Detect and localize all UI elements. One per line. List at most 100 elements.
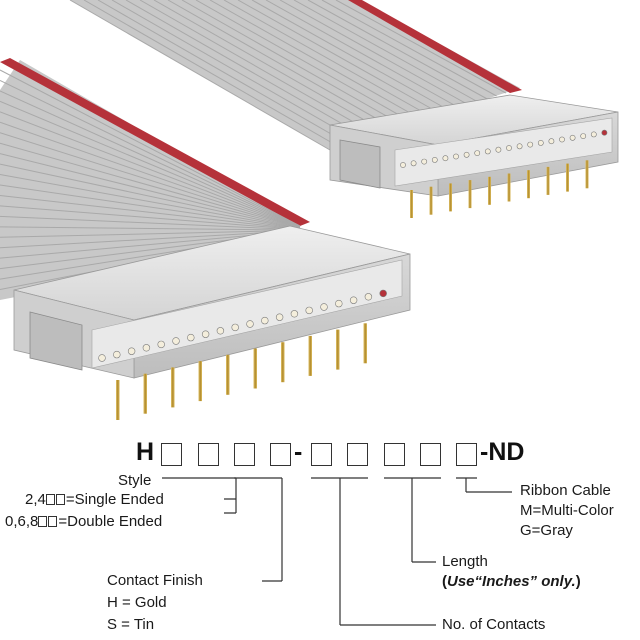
connector-pin xyxy=(253,348,257,389)
contact-hole xyxy=(421,158,428,165)
length-note-inches: “Inches” xyxy=(474,573,538,590)
cable-ridge xyxy=(0,226,301,231)
contacts-box-1 xyxy=(311,443,332,466)
cable-ridge xyxy=(0,100,301,228)
contact-hole xyxy=(246,320,254,328)
cable-ridge xyxy=(251,0,451,112)
contact-hole xyxy=(495,146,502,153)
contact-hole xyxy=(127,347,136,355)
contact-hole xyxy=(231,323,239,332)
contact-hole xyxy=(484,148,491,155)
contact-hole xyxy=(349,296,358,304)
code-box xyxy=(38,516,48,527)
contact-hole xyxy=(431,156,438,163)
style-title: Style xyxy=(118,472,152,489)
connector-pin xyxy=(116,380,120,420)
cable-ridge xyxy=(265,0,460,109)
connector-pin xyxy=(171,367,175,408)
contact-hole xyxy=(364,293,373,301)
connector-pin xyxy=(308,335,312,376)
contact-finish-tin: S = Tin xyxy=(107,616,155,633)
style-box-2 xyxy=(198,443,219,466)
style-option-single: 2,4=Single Ended xyxy=(25,491,164,509)
cable-ridge xyxy=(97,0,349,145)
contact-hole xyxy=(261,316,269,325)
contact-hole xyxy=(305,306,313,315)
cable-ridge xyxy=(111,0,358,142)
style-code-double: 0,6,8 xyxy=(5,513,39,530)
length-box-2 xyxy=(420,443,441,466)
cable-ridge xyxy=(237,0,442,115)
style-option-double: 0,6,8 =Double Ended xyxy=(5,513,162,531)
style-text-double: =Double Ended xyxy=(58,513,163,530)
contact-hole xyxy=(335,299,343,308)
connector-pin xyxy=(449,183,452,212)
code-box xyxy=(45,494,55,505)
cable-ridge xyxy=(83,0,340,148)
contact-hole xyxy=(463,151,470,158)
cable-ridge xyxy=(0,153,301,229)
contact-hole xyxy=(559,136,565,143)
cable-ridge xyxy=(139,0,377,136)
contact-hole xyxy=(142,344,151,352)
contact-hole xyxy=(290,310,299,318)
cable-ridge xyxy=(0,163,301,229)
ribbon-cable-gray: G=Gray xyxy=(520,522,573,539)
contacts-box-2 xyxy=(347,443,368,466)
connector-pin xyxy=(363,323,367,364)
cable-ridge xyxy=(153,0,386,133)
contact-hole xyxy=(157,340,165,349)
cable-ridge xyxy=(0,230,301,249)
contact-finish-leader-line xyxy=(234,477,283,582)
length-note-use: Use xyxy=(447,573,475,590)
cable-ridge xyxy=(195,0,414,124)
contact-hole xyxy=(172,337,180,345)
contact-finish-box-2 xyxy=(270,443,291,466)
lower-connector xyxy=(13,225,411,420)
code-box xyxy=(48,516,58,527)
cable-ridge xyxy=(0,194,301,230)
contact-hole xyxy=(474,150,481,156)
style-box-1 xyxy=(161,443,182,466)
cable-ridge xyxy=(223,0,432,118)
contact-hole xyxy=(569,134,576,141)
connector-pin xyxy=(429,186,433,215)
contact-hole xyxy=(506,145,512,151)
contact-hole xyxy=(187,333,195,342)
connector-pin xyxy=(143,373,147,414)
contact-hole xyxy=(379,289,387,298)
style-leader-line xyxy=(162,477,237,514)
cable-ridge xyxy=(321,0,497,97)
ribbon-cable-box xyxy=(456,443,477,466)
ribbon-cable-title: Ribbon Cable xyxy=(520,482,611,499)
length-box-1 xyxy=(384,443,405,466)
cable-ridge xyxy=(0,229,301,238)
connector-pin xyxy=(507,173,511,202)
connector-pin xyxy=(226,354,230,395)
code-box xyxy=(55,494,65,505)
contact-hole xyxy=(548,138,555,145)
cable-ridge xyxy=(0,69,301,227)
contact-hole xyxy=(590,131,597,138)
contact-hole xyxy=(516,143,523,150)
connector-pin xyxy=(281,342,285,383)
no-of-contacts-title: No. of Contacts xyxy=(442,616,546,633)
length-title: Length xyxy=(442,553,488,570)
contact-hole xyxy=(98,354,106,362)
contact-finish-box-1 xyxy=(234,443,255,466)
cable-ridge xyxy=(0,184,301,230)
ribbon-cable-multicolor: M=Multi-Color xyxy=(520,502,614,519)
upper-connector xyxy=(329,94,619,218)
cable-assembly-illustration xyxy=(0,0,619,420)
cable-ridge xyxy=(0,142,301,229)
contact-hole xyxy=(442,155,449,162)
cable-ridge xyxy=(0,174,301,230)
cable-ridge xyxy=(0,121,301,228)
part-number-prefix: H xyxy=(136,438,155,466)
connector-pin xyxy=(546,166,550,195)
contact-hole xyxy=(320,303,328,311)
contact-hole xyxy=(580,133,587,139)
cable-ridge xyxy=(279,0,469,106)
contact-hole xyxy=(216,327,225,335)
